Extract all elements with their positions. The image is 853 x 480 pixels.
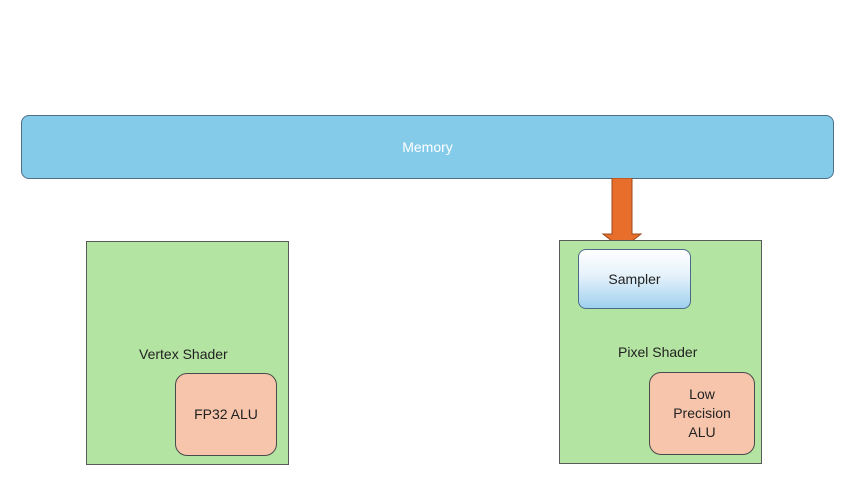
fp32-alu-box: FP32 ALU	[175, 373, 277, 456]
alu-line-2: Precision	[673, 405, 731, 421]
low-precision-alu-box: Low Precision ALU	[649, 372, 755, 455]
fp32-alu-label: FP32 ALU	[194, 406, 258, 422]
pixel-shader-label: Pixel Shader	[618, 344, 698, 360]
vertex-shader-label: Vertex Shader	[139, 346, 228, 362]
alu-line-1: Low	[689, 386, 715, 402]
vertex-shader-box: Vertex Shader FP32 ALU	[86, 241, 289, 465]
sampler-label: Sampler	[608, 271, 661, 287]
sampler-box: Sampler	[578, 249, 691, 309]
alu-line-3: ALU	[688, 424, 716, 440]
memory-bar: Memory	[21, 115, 834, 179]
memory-label: Memory	[402, 139, 453, 155]
